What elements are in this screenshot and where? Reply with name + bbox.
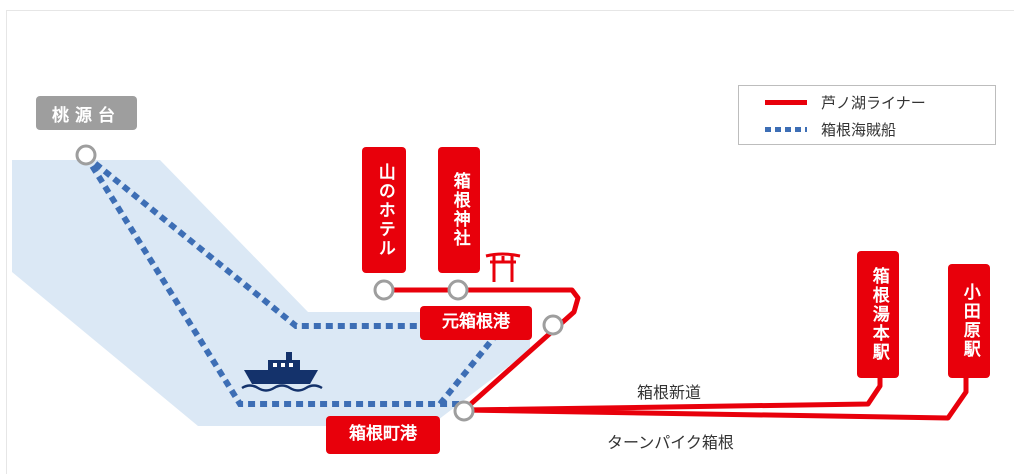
stop-togendai — [75, 144, 97, 166]
stop-yama-hotel — [373, 279, 395, 301]
pirate-ship-route — [83, 153, 503, 407]
label-hakone-jinja: 箱根神社 — [438, 147, 480, 273]
label-motohakone-port: 元箱根港 — [420, 306, 532, 340]
label-yama-hotel-text: 山のホテル — [374, 162, 395, 258]
label-odawara-text: 小田原駅 — [959, 283, 980, 359]
legend-label: 箱根海賊船 — [821, 120, 897, 139]
label-hakonemachi-port: 箱根町港 — [326, 416, 440, 454]
legend-item-pirate-ship: 箱根海賊船 — [739, 116, 896, 142]
label-hakonemachi-port-text: 箱根町港 — [349, 424, 417, 445]
stop-motohakone-port — [542, 314, 564, 336]
label-yama-hotel: 山のホテル — [362, 147, 406, 273]
label-togendai: 桃源台 — [36, 96, 137, 130]
road-label-hakone-shindo: 箱根新道 — [637, 383, 702, 402]
road-label-turnpike: ターンパイク箱根 — [607, 433, 734, 452]
torii-icon — [485, 252, 521, 282]
legend-swatch-dotted-blue — [765, 126, 807, 132]
stop-hakone-jinja — [447, 279, 469, 301]
legend-label: 芦ノ湖ライナー — [821, 93, 926, 112]
ship-icon — [241, 352, 323, 392]
label-togendai-text: 桃源台 — [52, 105, 121, 126]
lake-area — [12, 160, 530, 426]
legend: 芦ノ湖ライナー 箱根海賊船 — [738, 85, 996, 145]
label-motohakone-port-text: 元箱根港 — [442, 312, 510, 333]
stop-hakonemachi-port — [453, 400, 475, 422]
label-odawara: 小田原駅 — [948, 264, 990, 378]
map-frame — [6, 10, 1014, 474]
label-hakone-jinja-text: 箱根神社 — [449, 172, 470, 248]
label-hakone-yumoto-text: 箱根湯本駅 — [868, 267, 889, 362]
legend-item-ashinoko-liner: 芦ノ湖ライナー — [739, 89, 926, 115]
label-hakone-yumoto: 箱根湯本駅 — [857, 251, 899, 378]
legend-swatch-solid-red — [765, 99, 807, 105]
